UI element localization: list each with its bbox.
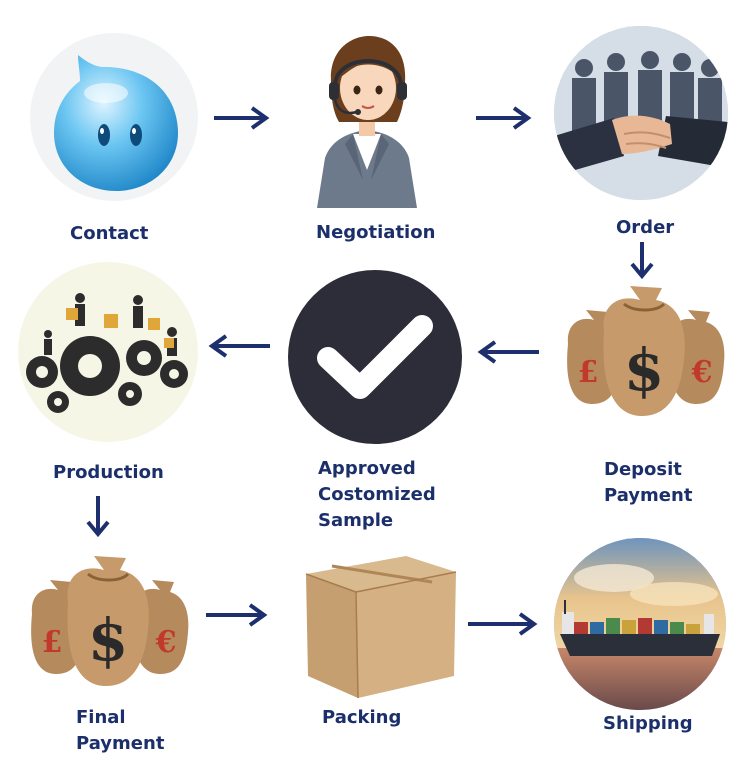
approved-line1: Approved [318,458,416,479]
arrow-right-icon [468,612,538,636]
step-label-shipping: Shipping [603,713,693,734]
deposit-line1: Deposit [604,459,682,480]
step-label-deposit: Deposit Payment [604,457,692,509]
money-bags-icon: $ £ € [31,556,189,686]
arrow-right-icon [214,106,270,130]
contact-image [30,33,198,201]
production-image [18,262,198,442]
arrow-down-icon [630,242,654,280]
euro-symbol: € [691,355,713,390]
approved-line2: Costomized [318,484,436,505]
support-agent-icon [317,36,417,208]
arrow-right-icon [206,603,268,627]
cardboard-box-icon [305,556,457,699]
handshake-icon [554,26,728,200]
pound-symbol: £ [578,355,599,390]
order-image [554,26,728,200]
arrow-left-icon [477,340,539,364]
deposit-image: $ £ € [560,282,730,422]
step-label-contact: Contact [70,223,149,244]
packing-image [296,548,462,702]
arrow-left-icon [208,334,270,358]
final-line1: Final [76,707,126,728]
messenger-bubble-icon [54,55,178,191]
dollar-symbol: $ [88,606,128,674]
arrow-down-icon [86,496,110,538]
approved-line3: Sample [318,510,394,531]
step-label-negotiation: Negotiation [316,222,436,243]
pound-symbol: £ [42,625,63,660]
shipping-image [554,538,726,710]
gears-workers-icon [26,293,188,413]
money-bags-icon: $ £ € [567,286,725,416]
approved-image [288,270,462,444]
final-payment-image: $ £ € [24,552,194,692]
checkmark-icon [317,315,433,399]
deposit-line2: Payment [604,485,693,506]
step-label-approved: Approved Costomized Sample [318,456,436,534]
euro-symbol: € [155,625,177,660]
dollar-symbol: $ [624,336,664,404]
step-label-production: Production [53,462,164,483]
step-label-packing: Packing [322,707,402,728]
final-line2: Payment [76,733,165,754]
step-label-final-payment: Final Payment [76,705,164,757]
step-label-order: Order [616,217,675,238]
cargo-ship-icon [554,538,726,710]
negotiation-image [305,30,429,208]
arrow-right-icon [476,106,532,130]
